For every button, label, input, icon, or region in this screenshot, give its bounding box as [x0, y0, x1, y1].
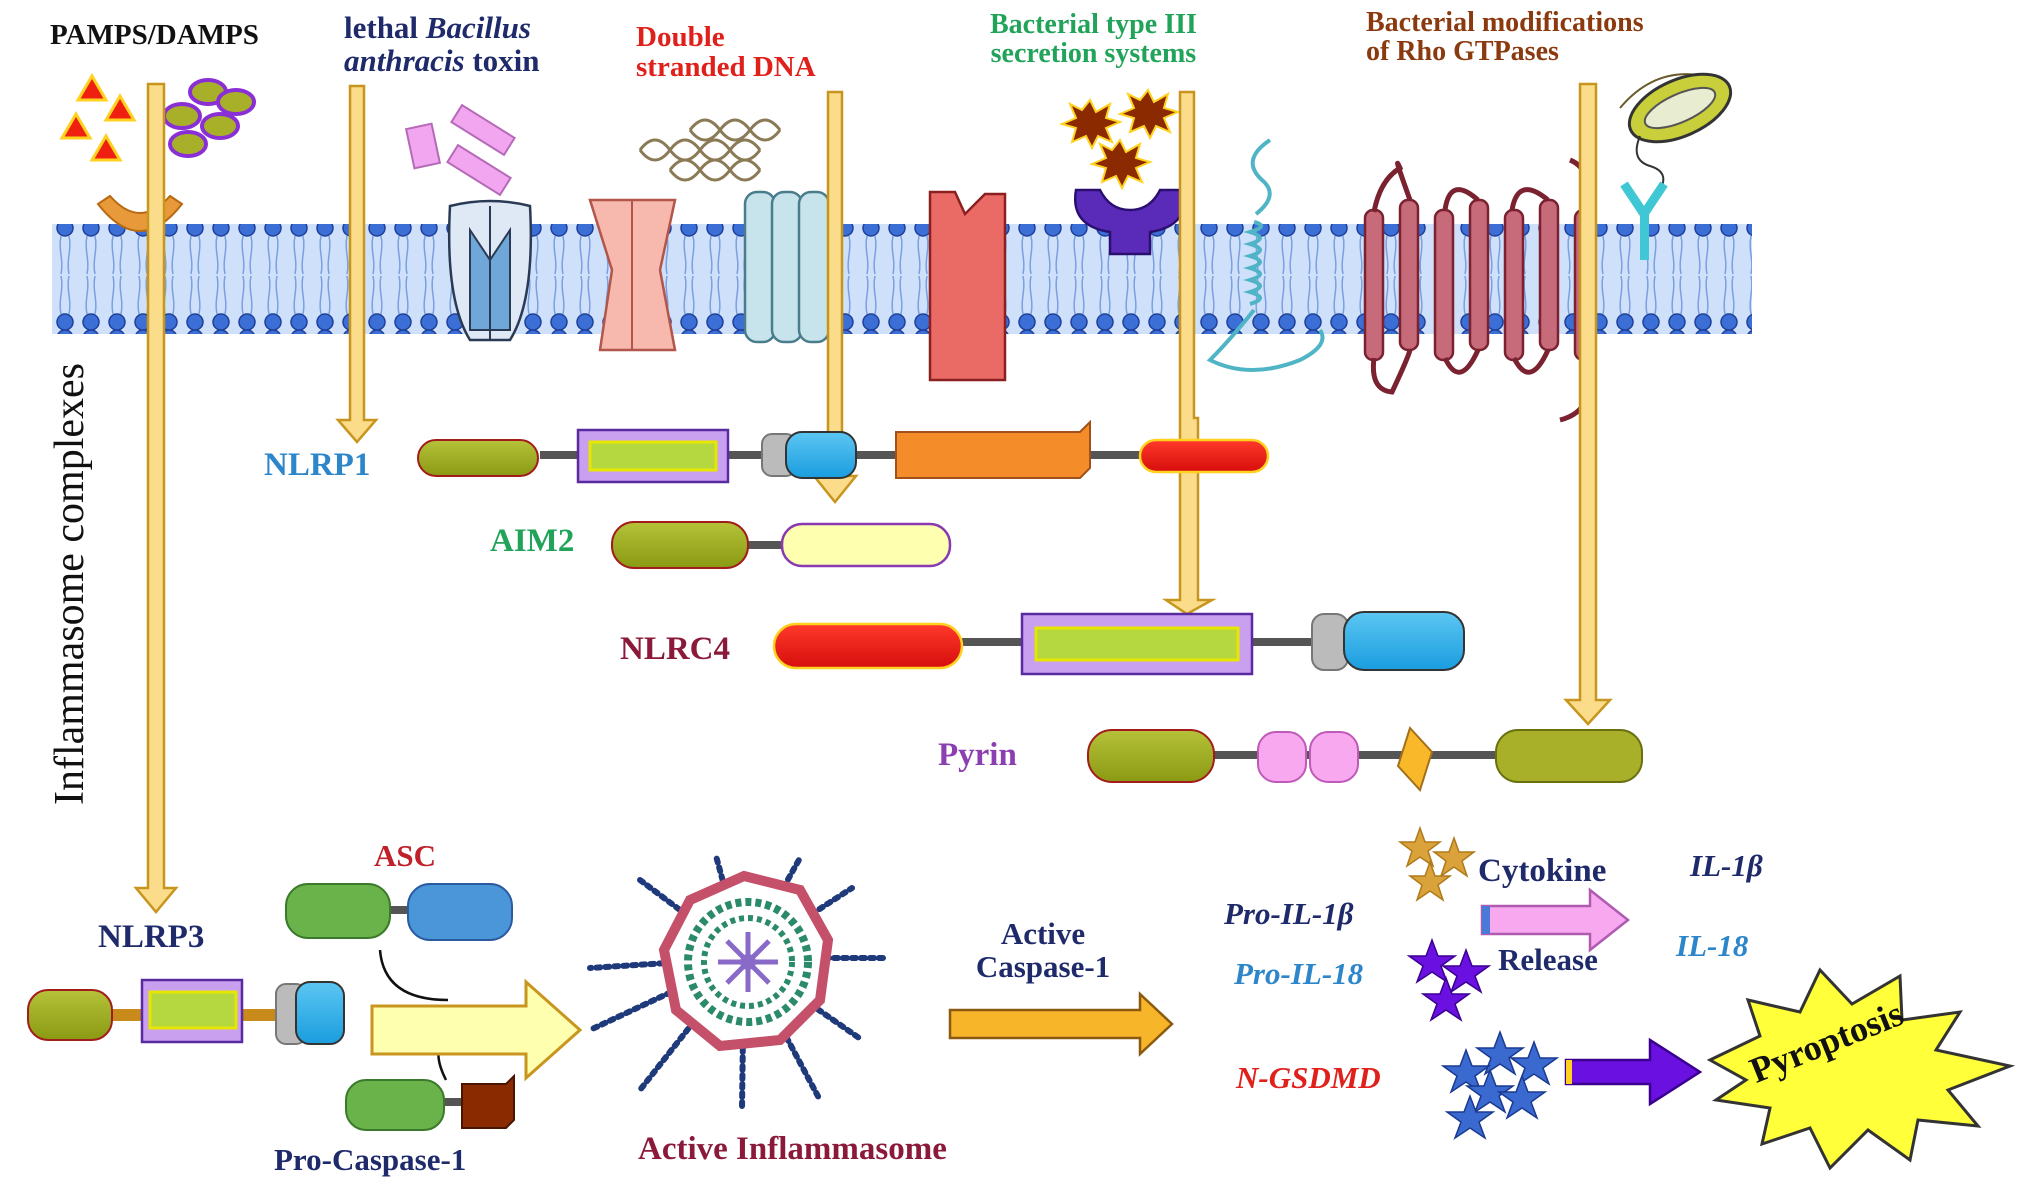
pro-il-18-label: Pro-IL-18: [1234, 956, 1364, 991]
dsdna-line1: Double: [636, 21, 725, 53]
anthrax-toxin-pieces: [404, 103, 516, 197]
anthrax-toxin-pore: [447, 199, 533, 342]
pamps-damps-label: PAMPS/DAMPS: [50, 19, 259, 51]
il-1b-label: IL-1β: [1690, 848, 1763, 883]
assembly-arrow: [370, 978, 583, 1082]
nlrc4-label: NLRC4: [620, 631, 731, 667]
pro-il-1b-label: Pro-IL-1β: [1224, 896, 1354, 931]
nlrp3-domains: [27, 978, 345, 1045]
bacterium: [1619, 72, 1733, 191]
dna-channel-protein: [743, 190, 831, 344]
anthrax-line1-italic: Bacillus: [425, 10, 531, 45]
asc-connector: [378, 949, 449, 1002]
active-inflammasome-complex: [587, 853, 887, 1111]
active-caspase-arrow: [948, 991, 1174, 1057]
teal-coiled-protein: [1206, 138, 1325, 372]
cytokine-release-arrow: [1480, 887, 1631, 953]
membrane-receptor-red: [928, 190, 1007, 382]
asc-label: ASC: [374, 838, 437, 873]
damps-ovals: [162, 78, 256, 158]
pyroptosis-burst: [1706, 967, 2016, 1171]
t3ss-label: Bacterial type III secretion systems: [990, 10, 1197, 69]
pro-caspase-1-molecule: [345, 1073, 515, 1131]
signal-arrows: [133, 82, 1613, 914]
cell-membrane: [52, 224, 1752, 334]
rho-gtpase-label: Bacterial modifications of Rho GTPases: [1366, 8, 1644, 67]
active-caspase-line1: Active: [1000, 916, 1086, 951]
aim2-domains: [611, 521, 952, 569]
double-stranded-dna: [638, 118, 782, 182]
rho-line1: Bacterial modifications: [1366, 7, 1644, 38]
nlrp1-domains: [417, 419, 1270, 484]
dsdna-line2: stranded DNA: [636, 51, 816, 84]
t3ss-line2: secretion systems: [990, 38, 1197, 70]
asc-adaptor: [285, 883, 513, 941]
side-title: Inflammasome complexes: [47, 362, 93, 806]
anthrax-line2-italic: anthracis: [344, 42, 465, 78]
nlrp1-label: NLRP1: [264, 447, 371, 483]
pyrin-domains: [1087, 726, 1643, 792]
dsdna-label: Double stranded DNA: [636, 22, 816, 83]
pamps-triangles: [59, 73, 137, 162]
t3ss-effectors: [1059, 88, 1181, 191]
cytokine-label-line2: Release: [1498, 942, 1598, 977]
cytokine-label-line1: Cytokine: [1478, 853, 1607, 889]
t3ss-line1: Bacterial type III: [990, 9, 1197, 40]
il-18-label: IL-18: [1676, 928, 1749, 963]
pyroptosis-arrow-tail: [1566, 1060, 1572, 1084]
nlrp3-label: NLRP3: [98, 919, 205, 955]
active-caspase-line2: Caspase-1: [975, 948, 1111, 984]
channel-protein-pink: [588, 198, 677, 352]
y-receptor-stem: [1640, 212, 1649, 260]
active-inflammasome-label: Active Inflammasome: [638, 1131, 947, 1167]
rho-line2: of Rho GTPases: [1366, 36, 1559, 68]
anthrax-line2-plain: toxin: [464, 42, 540, 78]
cytokine-arrow-tail: [1482, 906, 1490, 934]
pro-il-1b-stars: [1397, 825, 1477, 902]
aim2-label: AIM2: [490, 523, 575, 559]
pyroptosis-arrow: [1564, 1037, 1703, 1107]
pro-caspase-1-label: Pro-Caspase-1: [274, 1142, 467, 1177]
n-gsdmd-label: N-GSDMD: [1236, 1060, 1381, 1095]
pro-il-18-stars: [1406, 937, 1492, 1022]
y-shaped-receptor: [1620, 181, 1668, 223]
anthrax-toxin-label: lethal Bacillus anthracis toxin: [344, 10, 540, 78]
n-gsdmd-stars: [1440, 1029, 1560, 1140]
seven-transmembrane-receptor: [1363, 198, 1595, 362]
anthrax-line1-plain: lethal: [344, 10, 426, 45]
pyrin-label: Pyrin: [938, 737, 1017, 773]
active-caspase-label: Active Caspase-1: [958, 916, 1128, 984]
nlrc4-domains: [772, 611, 1465, 676]
